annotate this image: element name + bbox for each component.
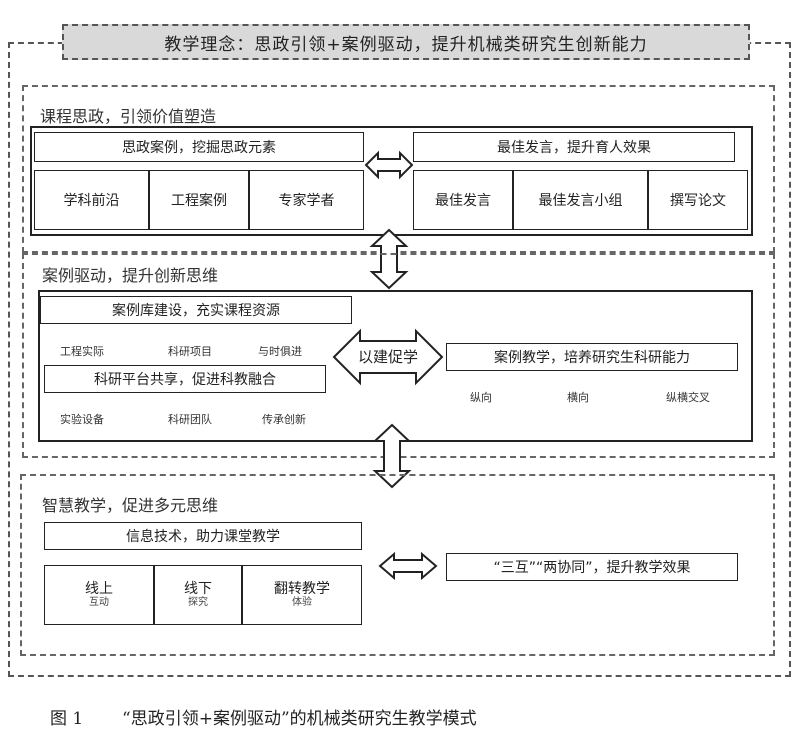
offline-main: 线下: [184, 580, 212, 597]
left-cell-1: 学科前沿: [34, 170, 149, 230]
section1-double-arrow-icon: [364, 150, 414, 180]
ideology-case-box: 思政案例，挖掘思政元素: [34, 132, 364, 162]
flipped-sub: 体验: [292, 597, 312, 609]
label-innovation: 传承创新: [262, 413, 306, 426]
offline-sub: 探究: [188, 597, 208, 609]
header-title: 教学理念：思政引领+案例驱动，提升机械类研究生创新能力: [62, 24, 750, 60]
left-cell-3: 专家学者: [249, 170, 364, 230]
build-promote-arrow-icon: [332, 328, 444, 386]
right-cell-1: 最佳发言: [413, 170, 513, 230]
flipped-main: 翻转教学: [274, 580, 330, 597]
platform-share-box: 科研平台共享，促进科教融合: [44, 365, 326, 393]
label-research-project: 科研项目: [168, 345, 212, 358]
flipped-cell: 翻转教学 体验: [242, 565, 362, 625]
label-team: 科研团队: [168, 413, 212, 426]
section2-title: 案例驱动，提升创新思维: [42, 266, 219, 285]
label-cross: 纵横交叉: [666, 391, 710, 404]
three-two-box: “三互”“两协同”，提升教学效果: [446, 553, 738, 581]
section-course-ideology: [22, 85, 775, 253]
section3-title: 智慧教学，促进多元思维: [42, 496, 219, 515]
figure-caption: 图 1 “思政引领+案例驱动”的机械类研究生教学模式: [50, 704, 477, 729]
label-equipment: 实验设备: [60, 413, 104, 426]
online-main: 线上: [85, 580, 113, 597]
offline-cell: 线下 探究: [154, 565, 242, 625]
best-speech-box: 最佳发言，提升育人效果: [413, 132, 735, 162]
figure-title: “思政引领+案例驱动”的机械类研究生教学模式: [122, 709, 477, 729]
right-cell-3: 撰写论文: [648, 170, 748, 230]
case-teaching-box: 案例教学，培养研究生科研能力: [446, 343, 738, 371]
label-horizontal: 横向: [567, 391, 589, 404]
left-cell-2: 工程案例: [149, 170, 249, 230]
build-promote-label: 以建促学: [357, 347, 418, 366]
section3-double-arrow-icon: [378, 551, 438, 581]
label-engineering: 工程实际: [60, 345, 104, 358]
section-smart-teaching: [20, 474, 775, 656]
label-vertical: 纵向: [470, 391, 492, 404]
vertical-double-arrow-1-icon: [369, 228, 409, 290]
right-cell-2: 最佳发言小组: [513, 170, 648, 230]
label-keep-pace: 与时俱进: [258, 345, 302, 358]
info-tech-box: 信息技术，助力课堂教学: [44, 522, 362, 550]
vertical-double-arrow-2-icon: [372, 423, 412, 489]
online-sub: 互动: [89, 597, 109, 609]
case-library-box: 案例库建设，充实课程资源: [40, 296, 352, 324]
figure-number: 图 1: [50, 709, 84, 729]
online-cell: 线上 互动: [44, 565, 154, 625]
section1-title: 课程思政，引领价值塑造: [40, 107, 217, 126]
